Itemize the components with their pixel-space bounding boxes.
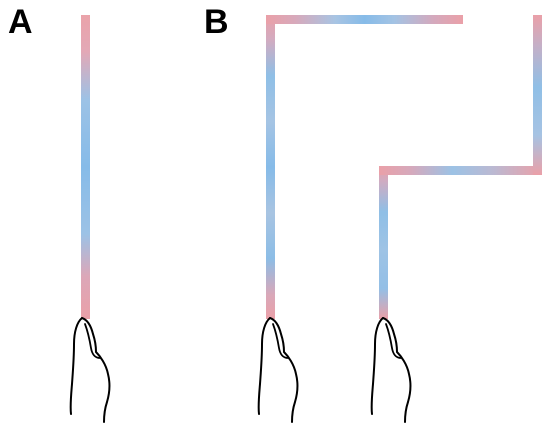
rod-b2-vertical [379, 166, 388, 319]
hand-holding-rod-icon-a [69, 317, 111, 423]
panel-label-a: A [8, 3, 33, 41]
rod-b2-horizontal [379, 166, 542, 175]
rod-b2-right-vertical [533, 15, 542, 175]
rod-b1-vertical [266, 15, 275, 319]
rod-b1-horizontal [266, 15, 463, 24]
hand-holding-rod-icon-b2 [370, 317, 412, 423]
hand-holding-rod-icon-b1 [257, 317, 299, 423]
panel-label-b: B [204, 3, 229, 41]
rod-a [81, 15, 90, 319]
